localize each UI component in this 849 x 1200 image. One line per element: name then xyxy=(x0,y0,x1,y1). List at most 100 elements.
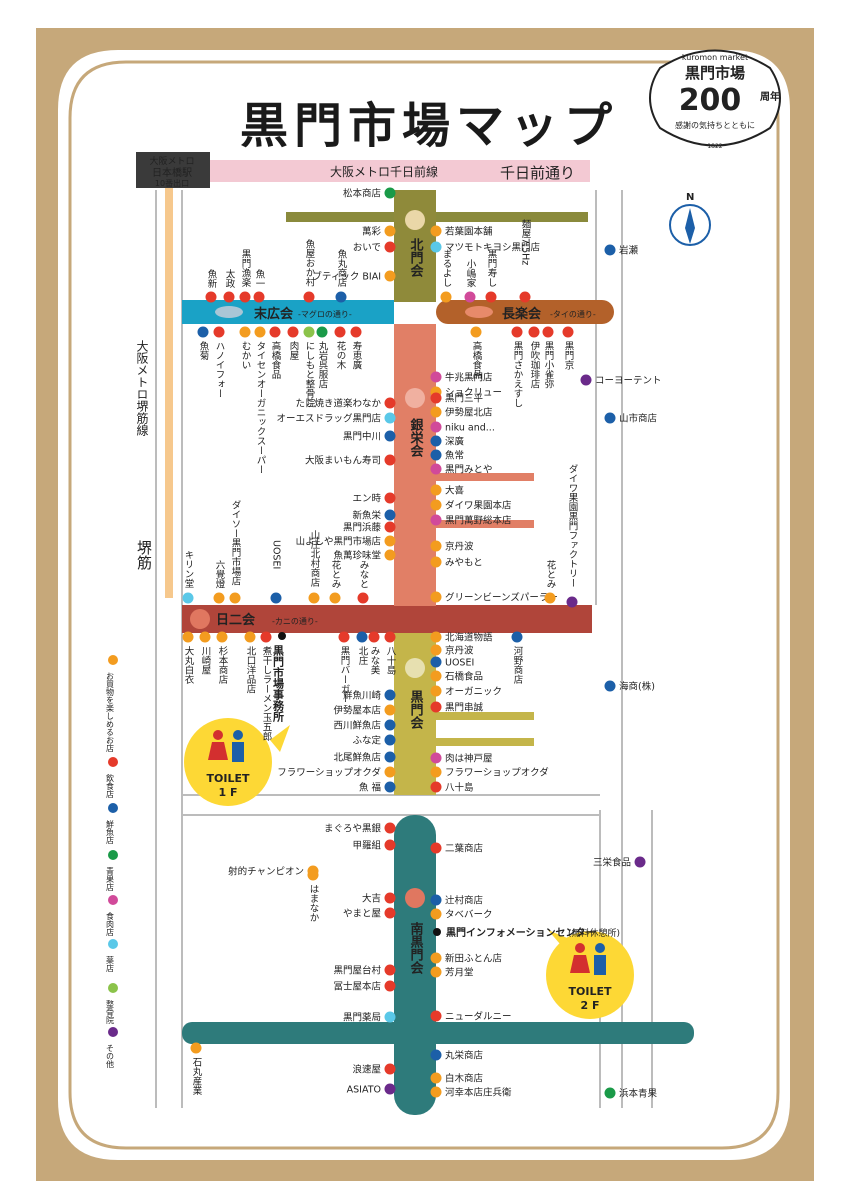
badge-name: 黒門市場 xyxy=(685,64,745,82)
shop-label: 魚萬珍味堂 xyxy=(333,550,381,562)
shop-dot xyxy=(430,225,442,237)
shop-label: 白木商店 xyxy=(445,1073,483,1085)
shop-dot xyxy=(253,291,265,303)
shop-label: 黒門バーガー xyxy=(339,646,351,703)
shop-label: 岩瀬 xyxy=(619,245,639,257)
shop-label: 鮮魚川崎 xyxy=(343,690,382,702)
shop-dot xyxy=(430,966,442,978)
shop-dot xyxy=(229,592,241,604)
shop-label: 松本商店 xyxy=(343,188,381,200)
badge-years: 200 xyxy=(679,83,742,118)
svg-text:青果店: 青果店 xyxy=(106,866,115,892)
shop-dot xyxy=(350,326,362,338)
shop-dot xyxy=(384,270,396,282)
kuromon-label: 黒門会 xyxy=(408,689,424,730)
badge-year: 1822 xyxy=(707,143,722,150)
svg-text:その他: その他 xyxy=(106,1044,115,1069)
shop-dot xyxy=(199,631,211,643)
shop-dot xyxy=(384,412,396,424)
shop-dot xyxy=(430,670,442,682)
shop-label: 花の木 xyxy=(335,340,347,370)
shop-label: 魚 福 xyxy=(359,782,381,794)
shop-label: にしもと整骨院 xyxy=(304,341,316,408)
shop-dot xyxy=(384,907,396,919)
svg-text:食肉店: 食肉店 xyxy=(106,911,115,937)
shop-dot xyxy=(384,1063,396,1075)
shop-dot xyxy=(260,631,272,643)
shop-label: ダイワ果園黒門ファクトリー xyxy=(567,463,579,587)
shop-label: 煮干しラーメン玉五郎 xyxy=(261,645,273,742)
shop-label: みな美 xyxy=(369,646,381,675)
shop-dot xyxy=(384,964,396,976)
shop-label: 浜本青果 xyxy=(619,1088,658,1100)
shop-label: フラワーショップオクダ xyxy=(445,767,549,779)
shop-label: オーエスドラッグ黒門店 xyxy=(276,413,381,425)
shop-dot xyxy=(430,781,442,793)
shop-label: みやもと xyxy=(445,558,483,569)
shop-dot xyxy=(430,406,442,418)
shop-dot xyxy=(384,839,396,851)
shop-dot xyxy=(430,644,442,656)
shop-label: 魚常 xyxy=(445,450,464,462)
shop-dot xyxy=(384,734,396,746)
shop-dot xyxy=(329,592,341,604)
shop-dot xyxy=(511,326,523,338)
shop-dot xyxy=(335,291,347,303)
shop-label: キリン堂 xyxy=(183,550,195,588)
shop-dot xyxy=(430,449,442,461)
shop-label: まるよし xyxy=(441,249,452,287)
vertical-shop-labels-right: まるよし小嶋家黒門寿し麺屋7.5Hz高橋食品黒門さかえすし伊吹珈琲店黒門小雀弥黒… xyxy=(440,218,579,685)
shop-dot xyxy=(334,326,346,338)
shop-dot xyxy=(430,1086,442,1098)
sennichimae-line xyxy=(180,160,590,182)
shop-label: 黒門寿し xyxy=(486,249,498,287)
kitamon-street xyxy=(394,190,436,302)
shop-dot xyxy=(307,869,319,881)
minami-street xyxy=(394,815,436,1115)
shop-label: 小嶋家 xyxy=(465,259,477,288)
legend-item: 飲食店 xyxy=(106,757,118,799)
shop-dot xyxy=(430,499,442,511)
svg-text:飲食店: 飲食店 xyxy=(106,773,115,799)
shop-dot xyxy=(357,592,369,604)
shop-dot xyxy=(430,463,442,475)
svg-text:鮮魚店: 鮮魚店 xyxy=(106,819,115,845)
nichini-label: 日二会 xyxy=(216,612,256,628)
shop-dot xyxy=(213,592,225,604)
toilet-2f-floor: 2 F xyxy=(581,999,600,1012)
shop-dot xyxy=(368,631,380,643)
shop-label: UOSEI xyxy=(445,658,474,669)
legend-item: 食肉店 xyxy=(106,895,118,937)
shop-label: 大喜 xyxy=(445,485,465,497)
shop-label: 京丹波 xyxy=(445,645,474,657)
shop-label: 六覺燈 xyxy=(214,559,226,589)
svg-text:整骨院: 整骨院 xyxy=(106,999,115,1025)
shop-dot xyxy=(384,766,396,778)
shop-label: ASIATO xyxy=(347,1085,381,1096)
shop-label: 高橋食品 xyxy=(471,340,483,380)
shop-label: 黒門屋台村 xyxy=(333,965,381,977)
shop-dot xyxy=(440,291,452,303)
legend-item: 鮮魚店 xyxy=(106,803,118,845)
shop-dot xyxy=(384,781,396,793)
shop-dot xyxy=(542,326,554,338)
shop-label: 黒門漁楽 xyxy=(240,249,252,288)
shop-label: まぐろや黒銀 xyxy=(324,823,382,835)
choraku-sub: -タイの通り- xyxy=(550,309,596,319)
shop-label: 黒門京 xyxy=(563,341,575,370)
toilet-2f: TOILET 2 F xyxy=(546,930,634,1019)
office-label: 黒門市場事務所 xyxy=(272,645,285,723)
shop-dot xyxy=(182,631,194,643)
shop-dot xyxy=(182,592,194,604)
shop-dot xyxy=(604,244,616,256)
shop-label: ニューダルニー xyxy=(445,1011,512,1023)
shop-dot xyxy=(384,454,396,466)
shop-dot xyxy=(430,701,442,713)
shop-label: 伊勢屋本店 xyxy=(333,705,381,717)
toilet-1f: TOILET 1 F xyxy=(184,718,290,806)
shop-label: 伊吹珈琲店 xyxy=(529,340,541,389)
shop-dot xyxy=(430,1010,442,1022)
shop-dot xyxy=(430,392,442,404)
shop-label: 黒門みとや xyxy=(445,465,493,476)
